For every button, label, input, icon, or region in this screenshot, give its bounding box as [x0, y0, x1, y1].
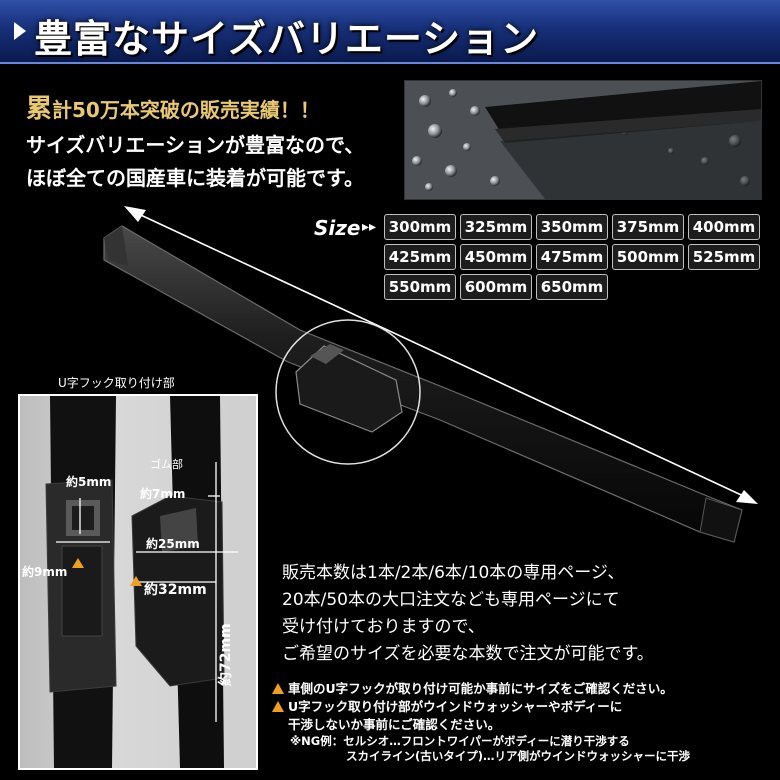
sales-line-1: 販売本数は1本/2本/6本/10本の専用ページ、: [282, 563, 625, 583]
size-chip: 350mm: [536, 214, 608, 240]
warning-icon: [272, 701, 284, 712]
hook-detail-panel: 約5mm 約9mm ゴム部 約7mm 約25mm 約32mm 約72mm: [18, 394, 258, 770]
note-2-cont: 干渉しないか事前にご確認ください。: [288, 717, 501, 732]
dim-label-5: 約5mm: [66, 474, 111, 489]
adapter-block: [295, 345, 403, 433]
arrow-head-right-icon: [736, 490, 758, 504]
double-arrow-icon: ▸▸: [362, 219, 377, 235]
hook-detail-svg: 約5mm 約9mm ゴム部 約7mm 約25mm 約32mm 約72mm: [22, 396, 238, 768]
size-chip: 525mm: [688, 244, 760, 270]
intro-line-2: サイズバリエーションが豊富なので、: [26, 133, 365, 157]
rain-blade-photo: [404, 80, 762, 200]
wiper-blade-illustration: [0, 180, 780, 580]
arrow-head-left-icon: [124, 206, 146, 222]
dim-label-32: 約32mm: [144, 581, 207, 598]
note-2: U字フック取り付け部がウインドウォッシャーやボディーに: [272, 698, 690, 716]
size-chip: 300mm: [384, 214, 456, 240]
size-chip: 400mm: [688, 214, 760, 240]
intro-line-3: ほぼ全ての国産車に装着が可能です。: [26, 166, 364, 190]
size-chip: 325mm: [460, 214, 532, 240]
blade-end-right: [699, 497, 743, 543]
sales-line-4: ご希望のサイズを必要な本数で注文が可能です。: [282, 644, 654, 664]
size-chip: 375mm: [612, 214, 684, 240]
sales-info-text: 販売本数は1本/2本/6本/10本の専用ページ、 20本/50本の大口注文なども…: [282, 560, 654, 668]
wiper-blade-svg: [103, 206, 758, 543]
hook-caption: U字フック取り付け部: [58, 376, 175, 390]
size-chip: 425mm: [384, 244, 456, 270]
warning-icon: [130, 576, 142, 586]
header-banner: 豊富なサイズバリエーション: [0, 0, 780, 64]
size-chip: 475mm: [536, 244, 608, 270]
adapter-clip: [310, 344, 344, 364]
notes-section: 車側のU字フックが取り付け可能か事前にサイズをご確認ください。 U字フック取り付…: [272, 680, 690, 764]
note-1: 車側のU字フックが取り付け可能か事前にサイズをご確認ください。: [272, 680, 690, 698]
ng-example-2: スカイライン(古いタイプ)…リア側がウインドウォッシャーに干渉: [346, 749, 691, 763]
length-arrow-line: [129, 209, 753, 501]
intro-text: 累計50万本突破の販売実績！！ サイズバリエーションが豊富なので、 ほぼ全ての国…: [26, 88, 364, 191]
warning-icon: [72, 558, 84, 568]
rain-blade-image: [405, 81, 761, 199]
size-chip: 650mm: [536, 274, 608, 300]
page-title: 豊富なサイズバリエーション: [34, 17, 540, 61]
blade-end-left: [104, 226, 128, 266]
triangle-right-icon: [14, 22, 26, 40]
sales-line-2: 20本/50本の大口注文なども専用ページにて: [282, 590, 620, 610]
size-label: Size: [314, 216, 361, 240]
dim-label-7: 約7mm: [140, 486, 185, 501]
rubber-label: ゴム部: [150, 457, 183, 471]
warning-icon: [272, 683, 284, 694]
dim-label-9: 約9mm: [22, 564, 67, 579]
sales-record-line: 累計50万本突破の販売実績！！: [26, 94, 320, 124]
ng-example-1: ※NG例：セルシオ…フロントワイパーがボディーに潜り干渉する: [290, 734, 630, 748]
dim-label-25: 約25mm: [146, 536, 200, 551]
size-chip: 450mm: [460, 244, 532, 270]
size-chip: 500mm: [612, 244, 684, 270]
sales-line-3: 受け付けておりますので、: [282, 617, 485, 637]
size-chip: 550mm: [384, 274, 456, 300]
size-chip: 600mm: [460, 274, 532, 300]
dim-label-72: 約72mm: [217, 623, 234, 686]
adapter-highlight-circle: [275, 319, 421, 465]
